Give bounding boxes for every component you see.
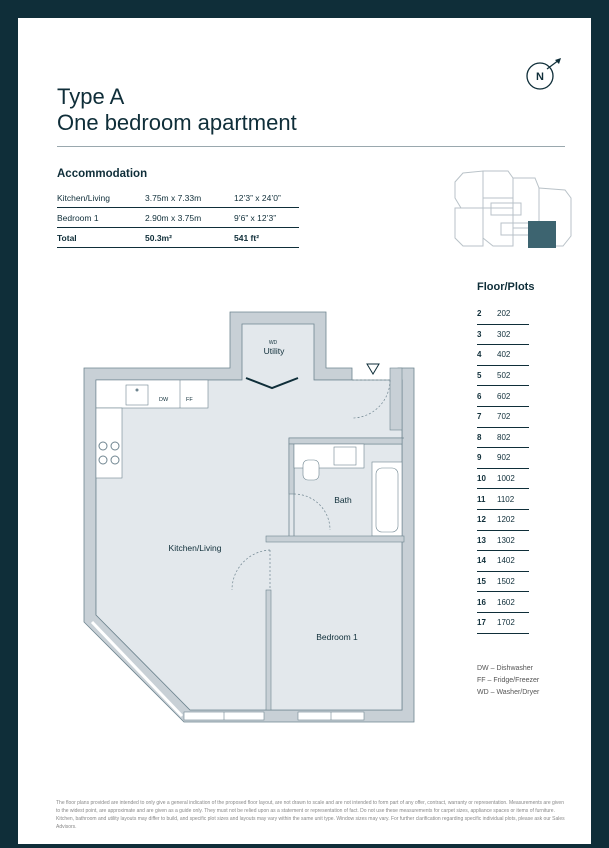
total-metric: 50.3m² [145,227,234,248]
floor-number: 7 [477,412,482,422]
total-label: Total [57,227,145,248]
floor-number: 15 [477,577,486,587]
room-imperial: 12’3” x 24’0” [234,188,299,208]
plot-number: 502 [497,371,511,381]
floor-number: 12 [477,515,486,525]
ff-label: FF [186,397,193,403]
room-imperial: 9’6” x 12’3” [234,207,299,228]
plot-number: 1202 [497,515,515,525]
floor-plot-row: 7 702 [477,407,529,428]
table-row: Kitchen/Living 3.75m x 7.33m 12’3” x 24’… [57,188,299,208]
north-label: N [536,71,544,83]
floor-plot-row: 3 302 [477,325,529,346]
plan-description-title: One bedroom apartment [57,110,297,135]
plan-type-title: Type A [57,84,125,109]
room-name: Kitchen/Living [57,188,145,208]
floor-plot-row: 12 1202 [477,510,529,531]
floor-number: 10 [477,474,486,484]
floor-plot-row: 14 1402 [477,551,529,572]
floor-plot-row: 17 1702 [477,613,529,634]
plot-number: 1302 [497,535,515,545]
floor-number: 13 [477,535,486,545]
floor-number: 8 [477,432,482,442]
floor-plots-heading: Floor/Plots [477,281,535,293]
total-row: Total 50.3m² 541 ft² [57,227,299,248]
accommodation-heading: Accommodation [57,168,148,180]
floor-number: 16 [477,597,486,607]
plot-number: 602 [497,391,511,401]
north-arrow-icon: N [526,58,561,90]
floor-plot-row: 11 1102 [477,489,529,510]
utility-label: Utility [264,346,286,356]
plot-number: 1002 [497,474,515,484]
plot-number: 1602 [497,597,515,607]
bath-label: Bath [334,495,352,505]
floor-number: 4 [477,350,482,360]
plot-number: 1402 [497,556,515,566]
total-imperial: 541 ft² [234,227,299,248]
plot-number: 1702 [497,618,515,628]
floor-plots-list: 2 202 3 302 4 402 5 502 6 602 7 702 8 802 9 902 10 1002 11… [477,304,529,634]
key-plan [454,170,572,248]
floor-plot-row: 2 202 [477,304,529,325]
kitchen-living-label: Kitchen/Living [169,543,222,553]
plot-number: 402 [497,350,511,360]
plot-number: 902 [497,453,511,463]
room-metric: 3.75m x 7.33m [145,188,234,208]
dw-label: DW [159,397,169,403]
accommodation-table: Kitchen/Living 3.75m x 7.33m 12’3” x 24’… [57,188,299,248]
disclaimer: The floor plans provided are intended to… [56,800,565,830]
appliance-legend: DW – Dishwasher FF – Fridge/Freezer WD –… [477,663,539,699]
plot-number: 1102 [497,494,515,504]
wd-label: WD [269,340,278,346]
plot-number: 702 [497,412,511,422]
plot-number: 202 [497,309,511,319]
floor-plot-row: 8 802 [477,428,529,449]
bedroom-label: Bedroom 1 [316,632,358,642]
floor-plot-row: 13 1302 [477,531,529,552]
room-name: Bedroom 1 [57,207,145,228]
floor-number: 3 [477,329,482,339]
table-row: Bedroom 1 2.90m x 3.75m 9’6” x 12’3” [57,207,299,228]
floor-number: 2 [477,309,482,319]
floor-plot-row: 5 502 [477,366,529,387]
floor-number: 5 [477,371,482,381]
floor-number: 6 [477,391,482,401]
floor-plot-row: 16 1602 [477,592,529,613]
highlighted-unit [528,221,556,248]
legend-item: DW – Dishwasher [477,665,534,672]
floor-plot-row: 15 1502 [477,572,529,593]
legend-item: WD – Washer/Dryer [477,689,540,696]
room-metric: 2.90m x 3.75m [145,207,234,228]
plot-number: 1502 [497,577,515,587]
floor-number: 11 [477,494,486,504]
floor-plot-row: 4 402 [477,345,529,366]
floor-plot-row: 9 902 [477,448,529,469]
floor-plot-row: 6 602 [477,386,529,407]
floor-number: 17 [477,618,486,628]
plot-number: 302 [497,329,511,339]
floor-number: 9 [477,453,482,463]
floor-plot-row: 10 1002 [477,469,529,490]
floor-number: 14 [477,556,486,566]
legend-item: FF – Fridge/Freezer [477,677,540,684]
divider [57,146,565,147]
plot-number: 802 [497,432,511,442]
